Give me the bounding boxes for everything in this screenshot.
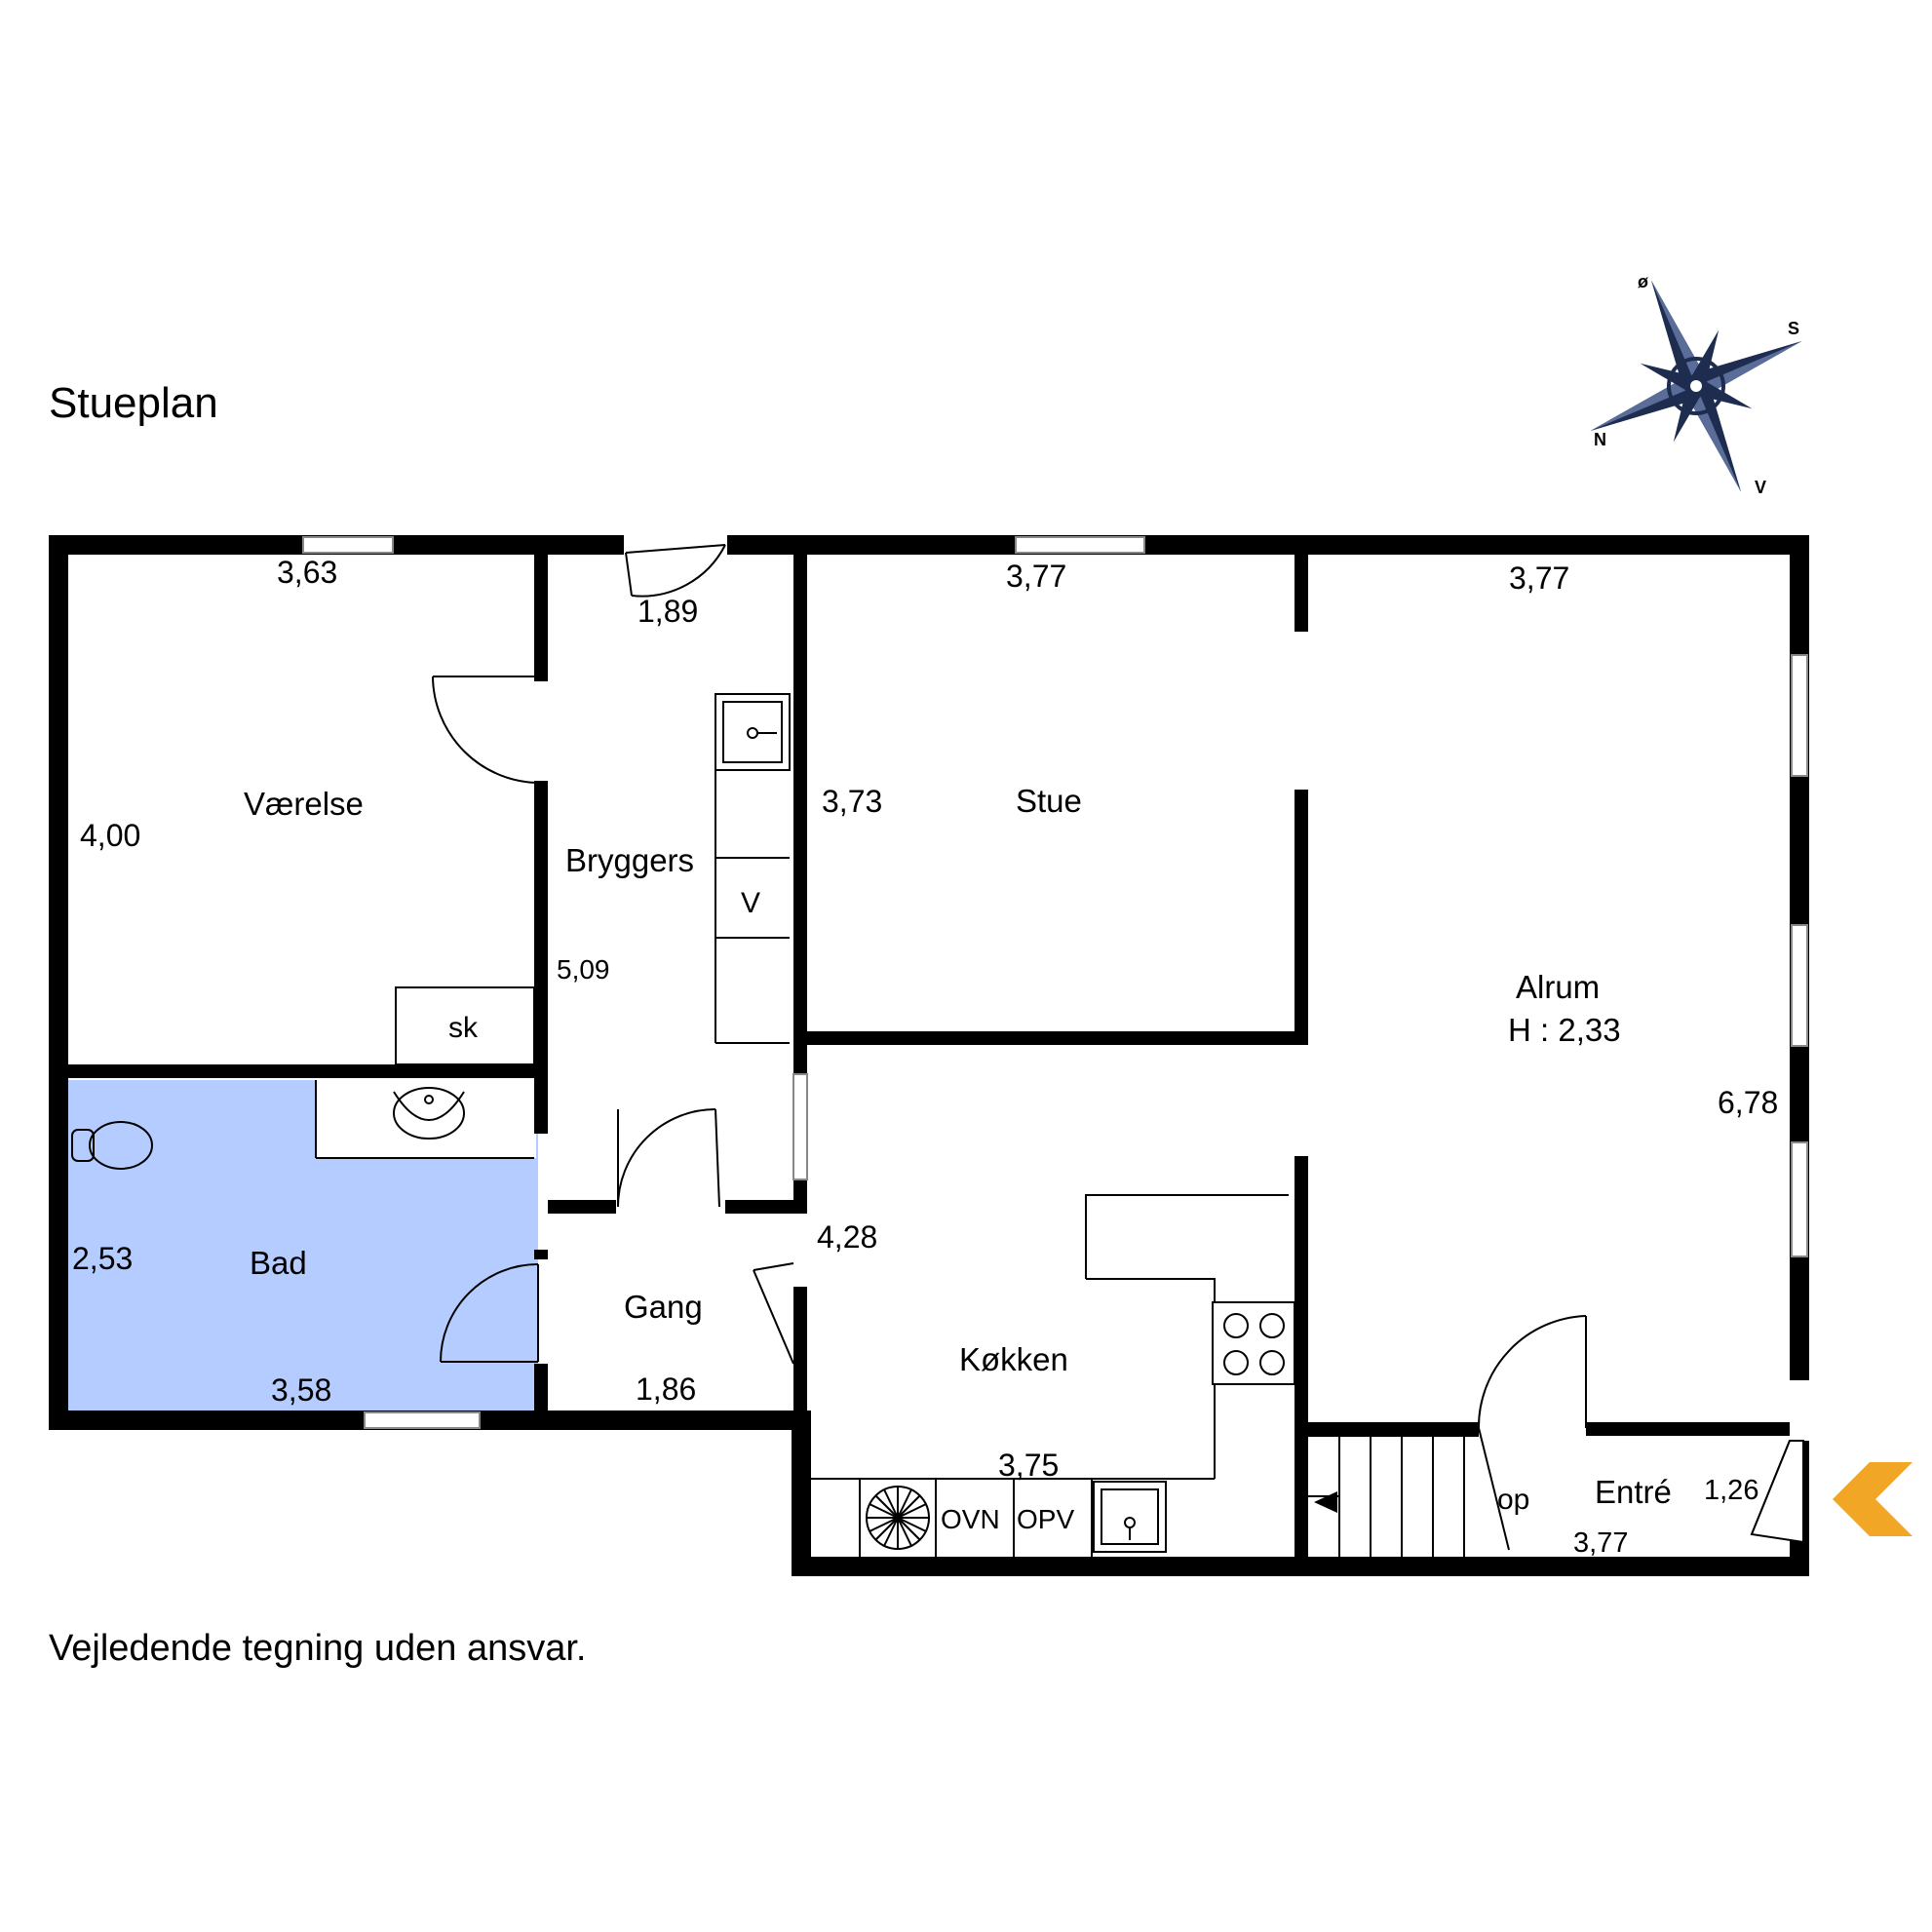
compass-rose-icon [1590, 280, 1802, 492]
dishwasher-label: OPV [1017, 1504, 1074, 1534]
room-labels: Værelse Bryggers Stue Alrum H : 2,33 Bad… [244, 783, 1672, 1510]
oven-label: OVN [941, 1504, 1000, 1534]
dim-bryggers-height: 5,09 [557, 954, 610, 985]
compass-east-label: ø [1638, 272, 1648, 291]
entrance-arrow-icon [1833, 1462, 1913, 1536]
oven-burner-pattern [867, 1487, 929, 1549]
stairs-arrow [1314, 1491, 1337, 1513]
dim-bryggers-width: 1,89 [638, 594, 698, 629]
room-vaerelse-label: Værelse [244, 786, 364, 822]
walls [49, 535, 1809, 1576]
fixture-labels: sk V OVN OPV op [448, 887, 1529, 1534]
room-alrum-height: H : 2,33 [1508, 1012, 1621, 1048]
room-gang-label: Gang [624, 1289, 703, 1325]
closet-label: sk [448, 1012, 479, 1044]
dim-vaerelse-height: 4,00 [80, 818, 140, 853]
compass-north-label: N [1594, 430, 1606, 449]
stairs-label: op [1497, 1484, 1529, 1516]
dim-bad-width: 3,58 [271, 1372, 331, 1408]
dim-stue-height: 3,73 [822, 784, 882, 819]
windows [302, 536, 1808, 1429]
dim-alrum-width: 3,77 [1509, 560, 1569, 596]
fixtures [71, 693, 1479, 1557]
compass-south-label: S [1788, 319, 1799, 338]
dim-koekken-width: 3,75 [998, 1448, 1059, 1483]
plan-title: Stueplan [49, 379, 218, 427]
doors [432, 535, 1809, 1551]
dim-vaerelse-width: 3,63 [277, 555, 337, 590]
dim-entre-width: 3,77 [1573, 1527, 1628, 1559]
dim-alrum-height: 6,78 [1718, 1085, 1778, 1120]
dimension-labels: 3,63 4,00 1,89 5,09 3,77 3,73 3,77 6,78 … [72, 555, 1778, 1559]
bathroom-fill [68, 1080, 538, 1413]
dim-koekken-height: 4,28 [817, 1219, 877, 1255]
room-koekken-label: Køkken [959, 1341, 1068, 1377]
room-alrum-label: Alrum [1516, 969, 1600, 1005]
dim-bad-height: 2,53 [72, 1241, 133, 1276]
dim-gang-width: 1,86 [636, 1372, 696, 1407]
room-bad-label: Bad [250, 1245, 307, 1281]
room-entre-label: Entré [1595, 1474, 1672, 1510]
compass-west-label: V [1755, 478, 1766, 497]
room-stue-label: Stue [1016, 783, 1082, 819]
dim-stue-width: 3,77 [1006, 559, 1066, 594]
dim-entre-height: 1,26 [1704, 1475, 1758, 1506]
room-bryggers-label: Bryggers [565, 842, 694, 878]
disclaimer-text: Vejledende tegning uden ansvar. [49, 1628, 586, 1669]
washer-label: V [741, 887, 760, 919]
